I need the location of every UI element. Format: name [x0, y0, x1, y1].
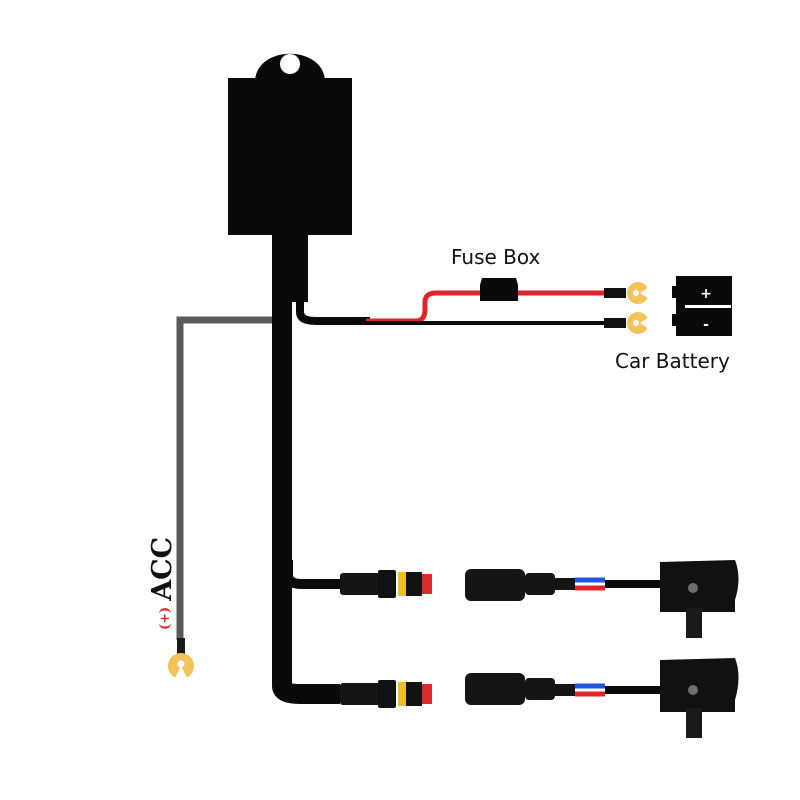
battery-wires: [366, 288, 626, 328]
acc-wire: [176, 316, 272, 656]
ring-terminal-icon: [168, 653, 194, 682]
led-light-pod-icon: [660, 560, 739, 638]
light-lead-wires: [575, 577, 665, 591]
ring-terminal-icon: [627, 312, 652, 334]
ring-terminal-icon: [627, 282, 652, 304]
light-lead-wires: [575, 683, 665, 697]
battery-minus-sign: -: [703, 317, 709, 333]
waterproof-connector-icon: [340, 680, 432, 708]
acc-label: (+) ACC: [147, 537, 178, 630]
relay-module-icon: [228, 53, 352, 302]
fuse-box-label: Fuse Box: [451, 245, 541, 269]
car-battery-label: Car Battery: [615, 349, 730, 373]
harness-trunk: [272, 300, 370, 704]
waterproof-connector-icon: [340, 570, 432, 598]
battery-icon: + -: [672, 276, 732, 336]
waterproof-connector-icon: [465, 569, 575, 601]
fuse-icon: [480, 278, 518, 301]
battery-plus-sign: +: [700, 286, 712, 302]
acc-polarity-label: (+): [158, 606, 173, 630]
waterproof-connector-icon: [465, 673, 575, 705]
acc-text: ACC: [147, 536, 178, 601]
led-light-pod-icon: [660, 658, 739, 738]
